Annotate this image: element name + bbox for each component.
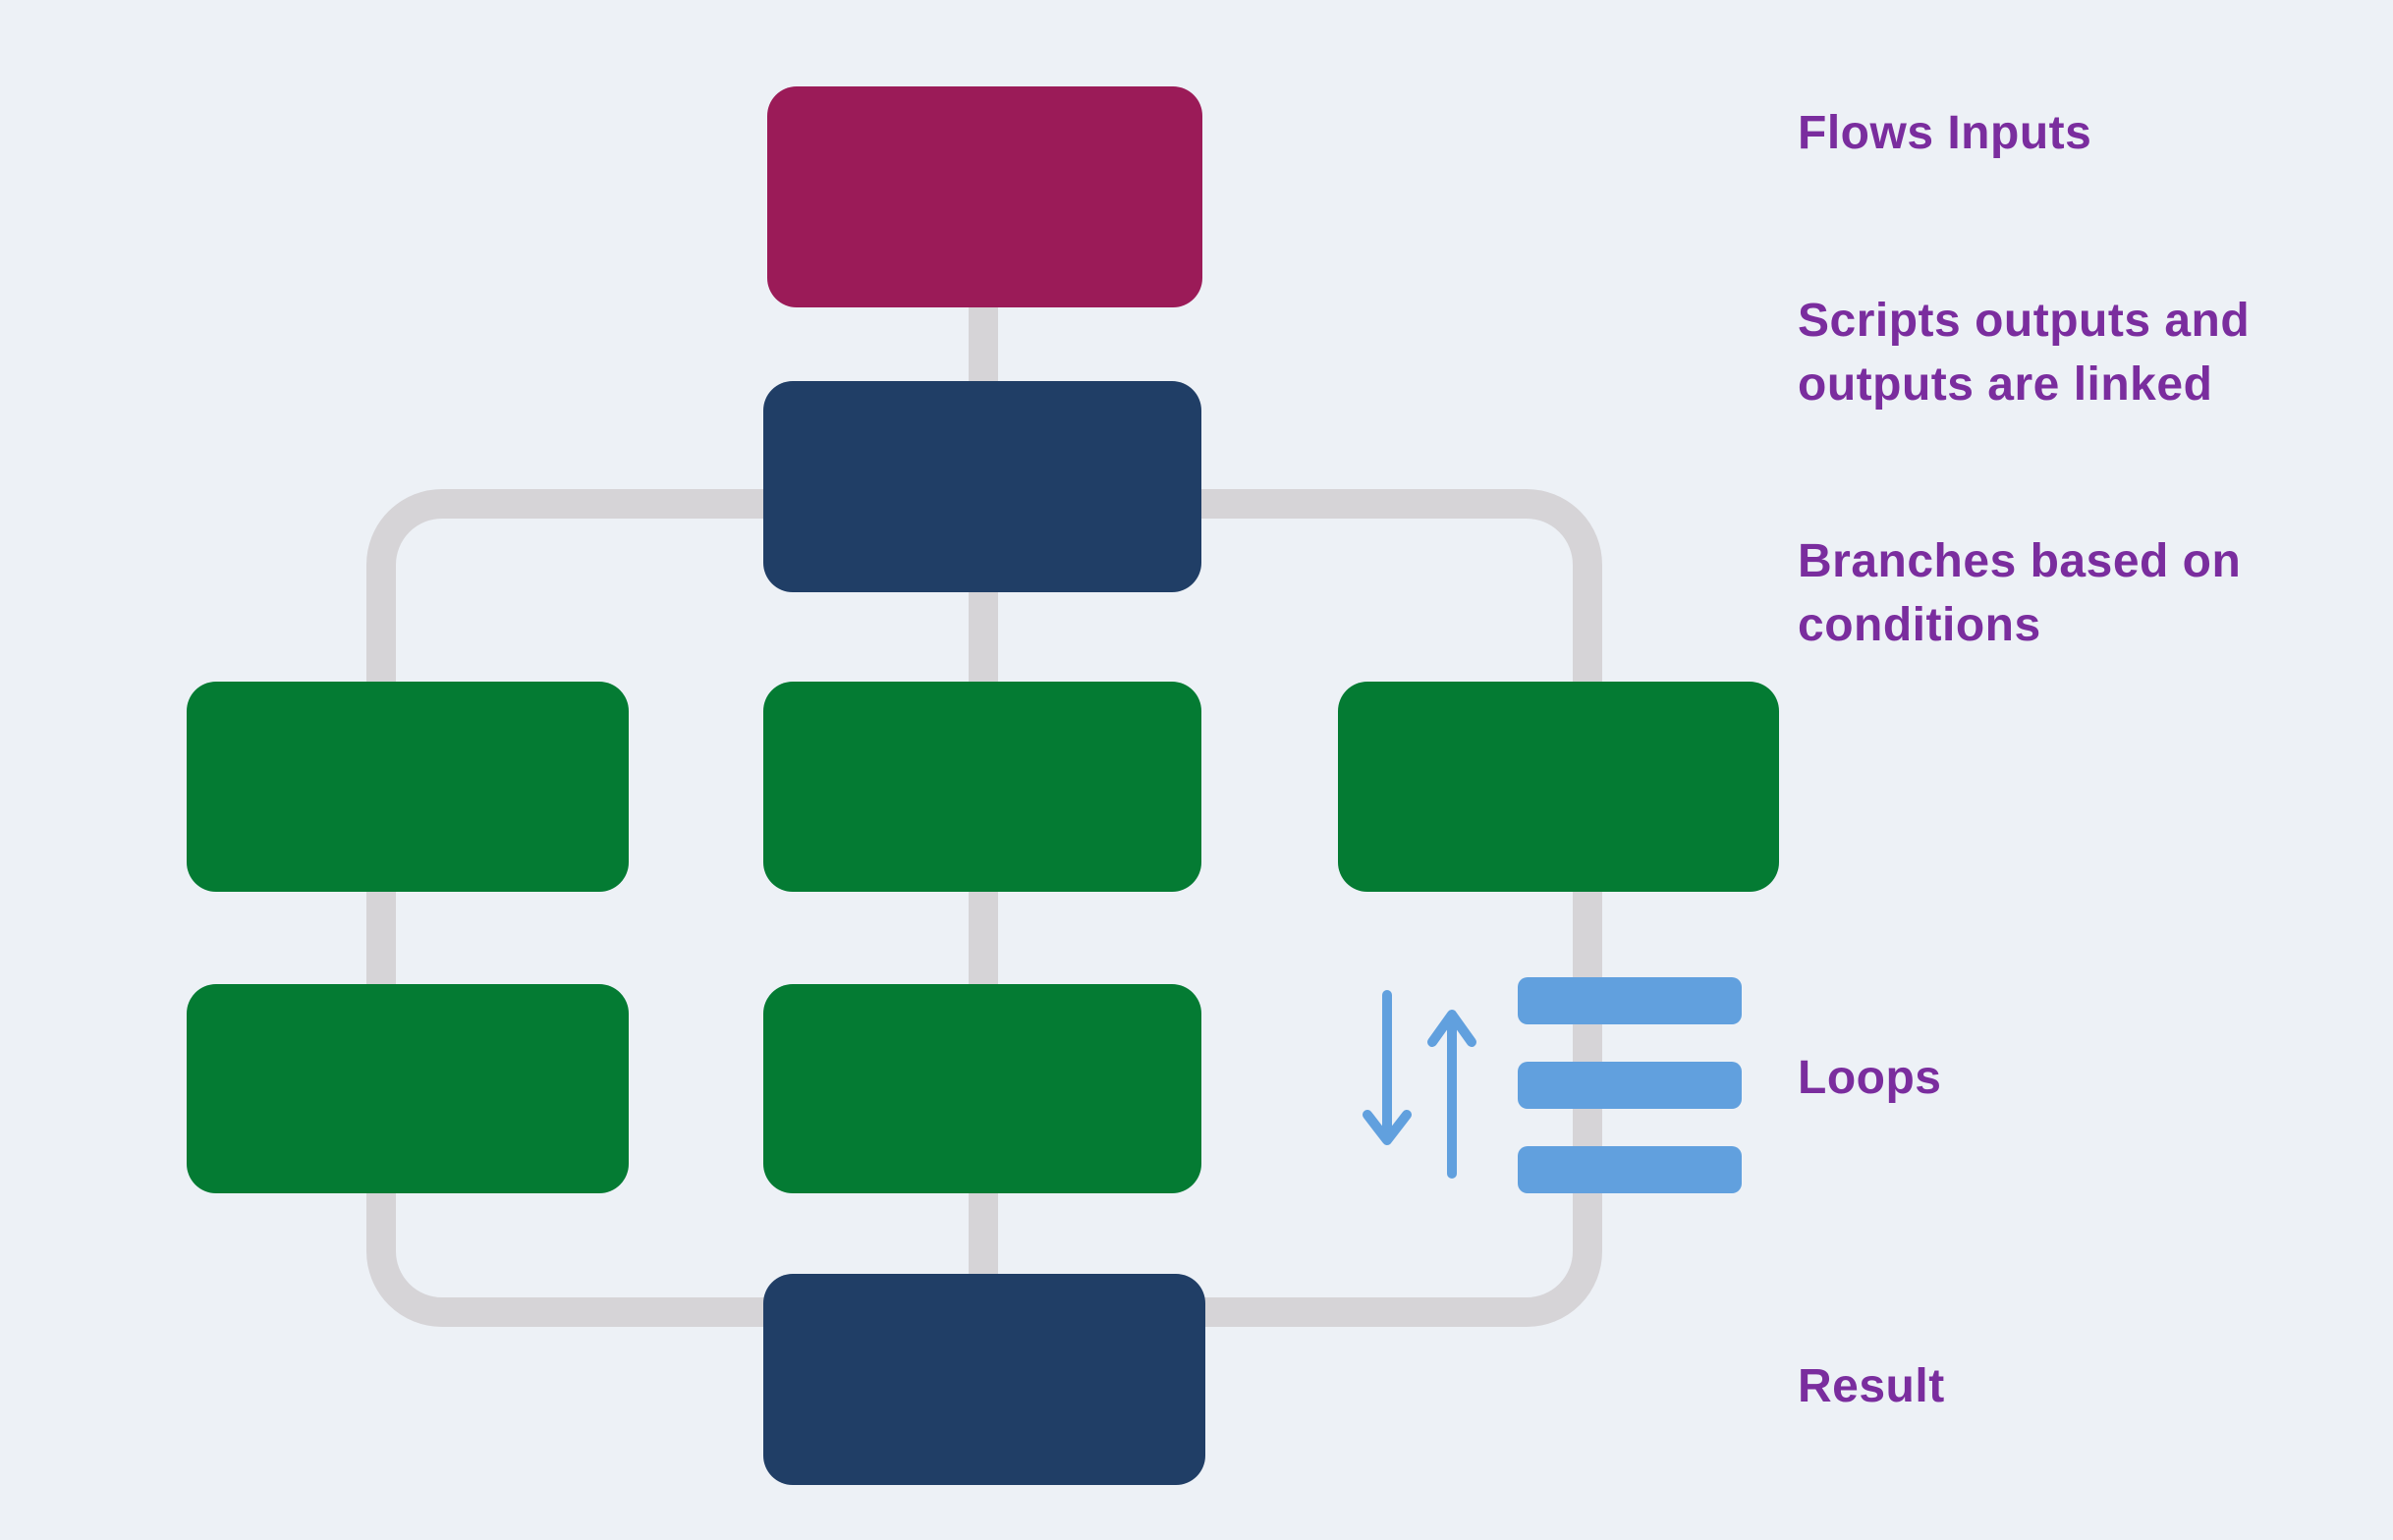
script-node-top — [763, 381, 1201, 592]
label-branches-line1: Branches based on — [1798, 535, 2242, 587]
branch-node-right — [1338, 682, 1779, 892]
loop-list-bars — [1518, 977, 1742, 1193]
label-scripts-line2: outputs are linked — [1798, 358, 2213, 411]
label-branches: Branches based on conditions — [1798, 530, 2367, 658]
branch-node-center — [763, 682, 1201, 892]
arrow-strokes — [1363, 990, 1476, 1179]
label-result: Result — [1798, 1360, 1945, 1412]
label-flows-inputs: Flows Inputs — [1798, 107, 2092, 159]
step-node-left — [187, 984, 629, 1193]
branch-node-left — [187, 682, 629, 892]
input-node — [767, 86, 1202, 307]
label-branches-line2: conditions — [1798, 598, 2041, 651]
label-loops: Loops — [1798, 1052, 1942, 1104]
result-node — [763, 1274, 1205, 1485]
loop-arrows-icon — [1363, 977, 1742, 1193]
step-node-center — [763, 984, 1201, 1193]
label-scripts-outputs: Scripts outputs and outputs are linked — [1798, 290, 2367, 417]
label-scripts-line1: Scripts outputs and — [1798, 295, 2251, 347]
